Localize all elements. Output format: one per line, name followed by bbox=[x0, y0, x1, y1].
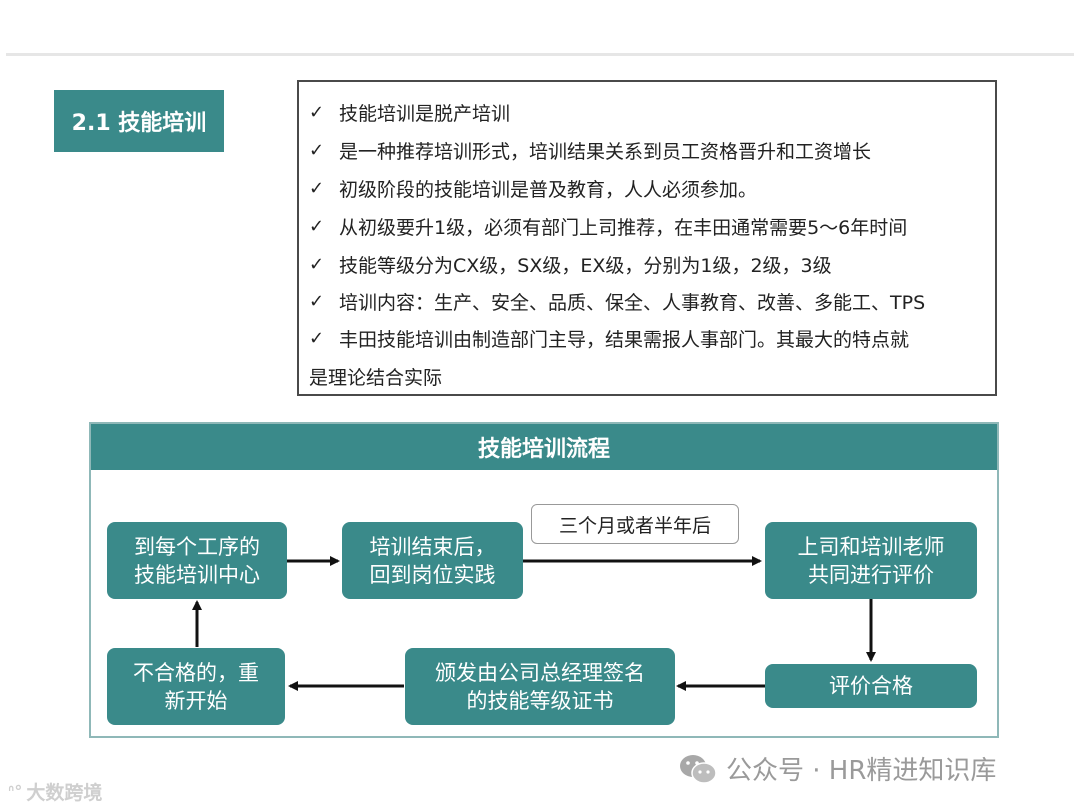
check-icon: ✓ bbox=[309, 215, 325, 237]
bullet-item: ✓是一种推荐培训形式，培训结果关系到员工资格晋升和工资增长 bbox=[309, 139, 872, 163]
logo-icon: ᐢ° bbox=[8, 782, 23, 801]
flow-node-restart: 不合格的，重新开始 bbox=[107, 648, 285, 725]
flow-node-practice: 培训结束后，回到岗位实践 bbox=[342, 522, 523, 599]
watermark-right: 公众号 · HR精进知识库 bbox=[678, 750, 996, 787]
flow-node-training-center: 到每个工序的技能培训中心 bbox=[107, 522, 287, 599]
watermark-left: ᐢ° 大数跨境 bbox=[8, 782, 103, 804]
check-icon: ✓ bbox=[309, 139, 325, 161]
bullet-item: ✓从初级要升1级，必须有部门上司推荐，在丰田通常需要5～6年时间 bbox=[309, 215, 908, 239]
bullet-list: ✓技能培训是脱产培训 ✓是一种推荐培训形式，培训结果关系到员工资格晋升和工资增长… bbox=[297, 80, 997, 396]
flow-node-evaluation: 上司和培训老师共同进行评价 bbox=[765, 522, 977, 599]
check-icon: ✓ bbox=[309, 177, 325, 199]
check-icon: ✓ bbox=[309, 290, 325, 312]
check-icon: ✓ bbox=[309, 327, 325, 349]
check-icon: ✓ bbox=[309, 253, 325, 275]
bullet-item: ✓丰田技能培训由制造部门主导，结果需报人事部门。其最大的特点就 bbox=[309, 327, 910, 351]
flow-node-certificate: 颁发由公司总经理签名的技能等级证书 bbox=[405, 648, 675, 725]
flow-title: 技能培训流程 bbox=[91, 424, 997, 470]
flow-node-qualified: 评价合格 bbox=[765, 664, 977, 708]
divider bbox=[6, 53, 1074, 56]
section-title: 2.1 技能培训 bbox=[54, 90, 224, 152]
bullet-continuation: 是理论结合实际 bbox=[309, 366, 443, 389]
top-bar bbox=[0, 0, 1080, 52]
bullet-item: ✓技能等级分为CX级，SX级，EX级，分别为1级，2级，3级 bbox=[309, 253, 832, 277]
bullet-item: ✓培训内容：生产、安全、品质、保全、人事教育、改善、多能工、TPS bbox=[309, 290, 926, 314]
flow-note: 三个月或者半年后 bbox=[531, 504, 739, 544]
wechat-icon bbox=[680, 754, 717, 784]
check-icon: ✓ bbox=[309, 101, 325, 123]
bullet-item: ✓技能培训是脱产培训 bbox=[309, 101, 511, 125]
bullet-item: ✓初级阶段的技能培训是普及教育，人人必须参加。 bbox=[309, 177, 758, 201]
